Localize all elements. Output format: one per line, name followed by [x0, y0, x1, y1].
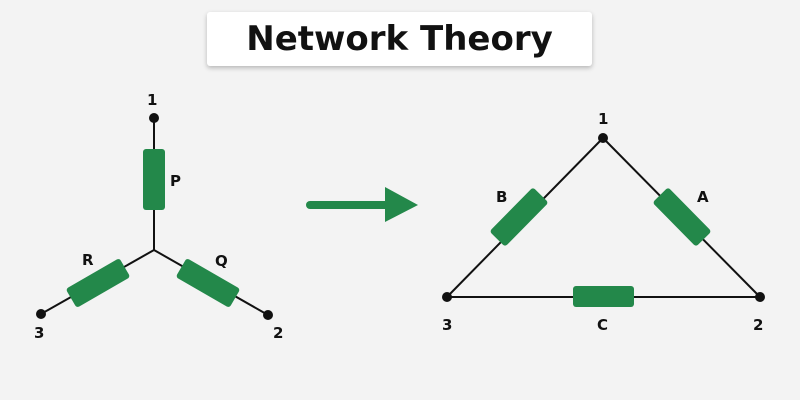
- star-node-3-label: 3: [34, 324, 44, 342]
- resistor-c-label: C: [597, 316, 608, 334]
- delta-node-2: [755, 292, 765, 302]
- star-node-1: [149, 113, 159, 123]
- delta-node-3-label: 3: [442, 316, 452, 334]
- resistor-a-label: A: [697, 188, 709, 206]
- resistor-q: [176, 259, 240, 307]
- resistor-p-label: P: [170, 172, 181, 190]
- resistor-q-label: Q: [215, 252, 228, 270]
- star-node-2-label: 2: [273, 324, 283, 342]
- resistor-b: [490, 188, 548, 246]
- star-node-2: [263, 310, 273, 320]
- delta-network: [446, 137, 761, 298]
- star-node-3: [36, 309, 46, 319]
- arrow-icon: [306, 187, 418, 222]
- resistor-p: [143, 149, 165, 210]
- resistor-b-label: B: [496, 188, 507, 206]
- resistor-r-label: R: [82, 251, 94, 269]
- page-title: Network Theory: [207, 12, 592, 66]
- delta-node-1: [598, 133, 608, 143]
- resistor-c: [573, 286, 634, 307]
- resistor-a: [653, 188, 711, 246]
- star-node-1-label: 1: [147, 91, 157, 109]
- delta-node-1-label: 1: [598, 110, 608, 128]
- delta-node-2-label: 2: [753, 316, 763, 334]
- resistor-r: [66, 259, 130, 307]
- delta-node-3: [442, 292, 452, 302]
